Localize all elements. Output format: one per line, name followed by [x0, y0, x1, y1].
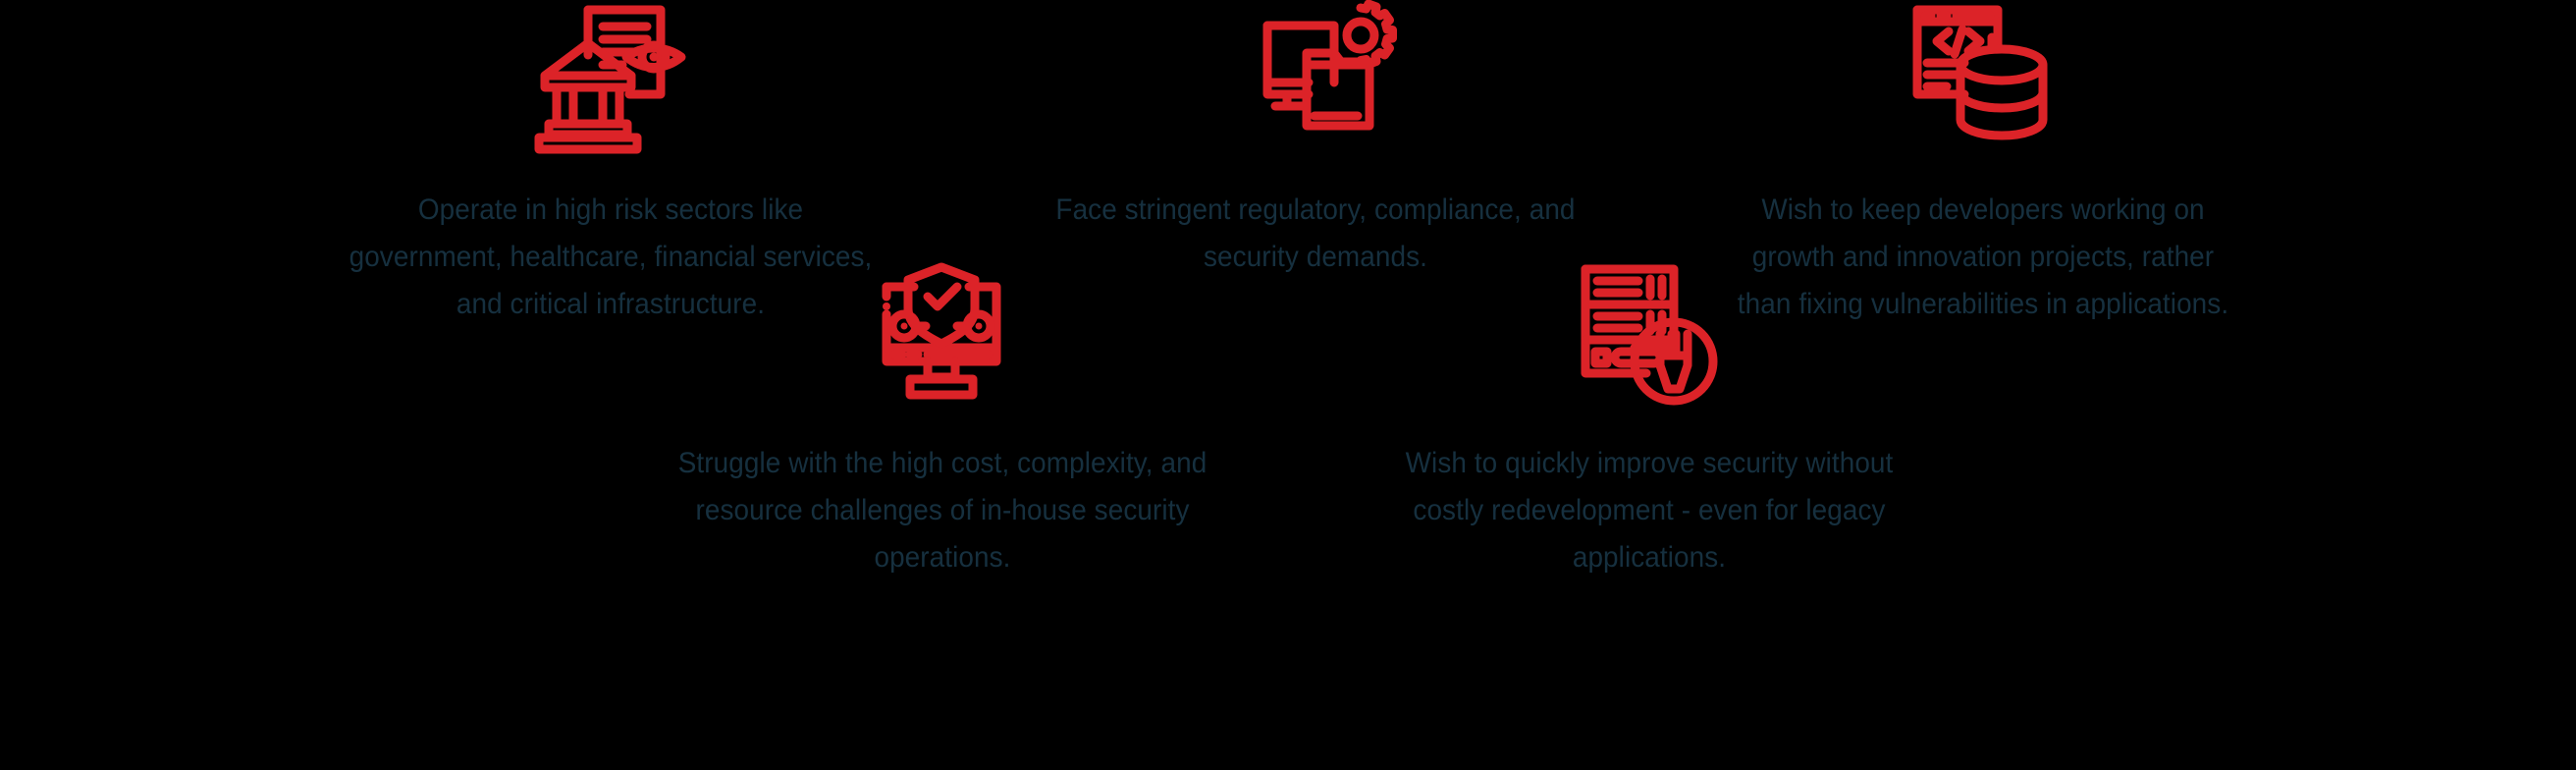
- criteria-card-legacy-applications: Wish to quickly improve security without…: [1315, 253, 1983, 581]
- code-window-database-icon: [1900, 0, 2066, 157]
- criteria-card-regulatory-compliance: Face stringent regulatory, compliance, a…: [982, 0, 1649, 281]
- monitor-gear-folder-icon: [1232, 0, 1399, 157]
- monitor-shield-check-icon: [859, 253, 1026, 411]
- criteria-caption: Struggle with the high cost, complexity,…: [677, 447, 1208, 574]
- criteria-card-developer-focus: Wish to keep developers working on growt…: [1649, 0, 2317, 328]
- criteria-card-high-risk-sectors: Operate in high risk sectors like govern…: [277, 0, 944, 328]
- criteria-caption: Wish to keep developers working on growt…: [1737, 193, 2229, 320]
- criteria-caption: Operate in high risk sectors like govern…: [349, 193, 873, 320]
- criteria-card-security-operations-cost: Struggle with the high cost, complexity,…: [609, 253, 1276, 581]
- server-rack-wrench-icon: [1566, 253, 1733, 411]
- bank-document-eye-icon: [527, 0, 694, 157]
- criteria-caption: Face stringent regulatory, compliance, a…: [1055, 193, 1576, 273]
- criteria-caption: Wish to quickly improve security without…: [1405, 447, 1894, 574]
